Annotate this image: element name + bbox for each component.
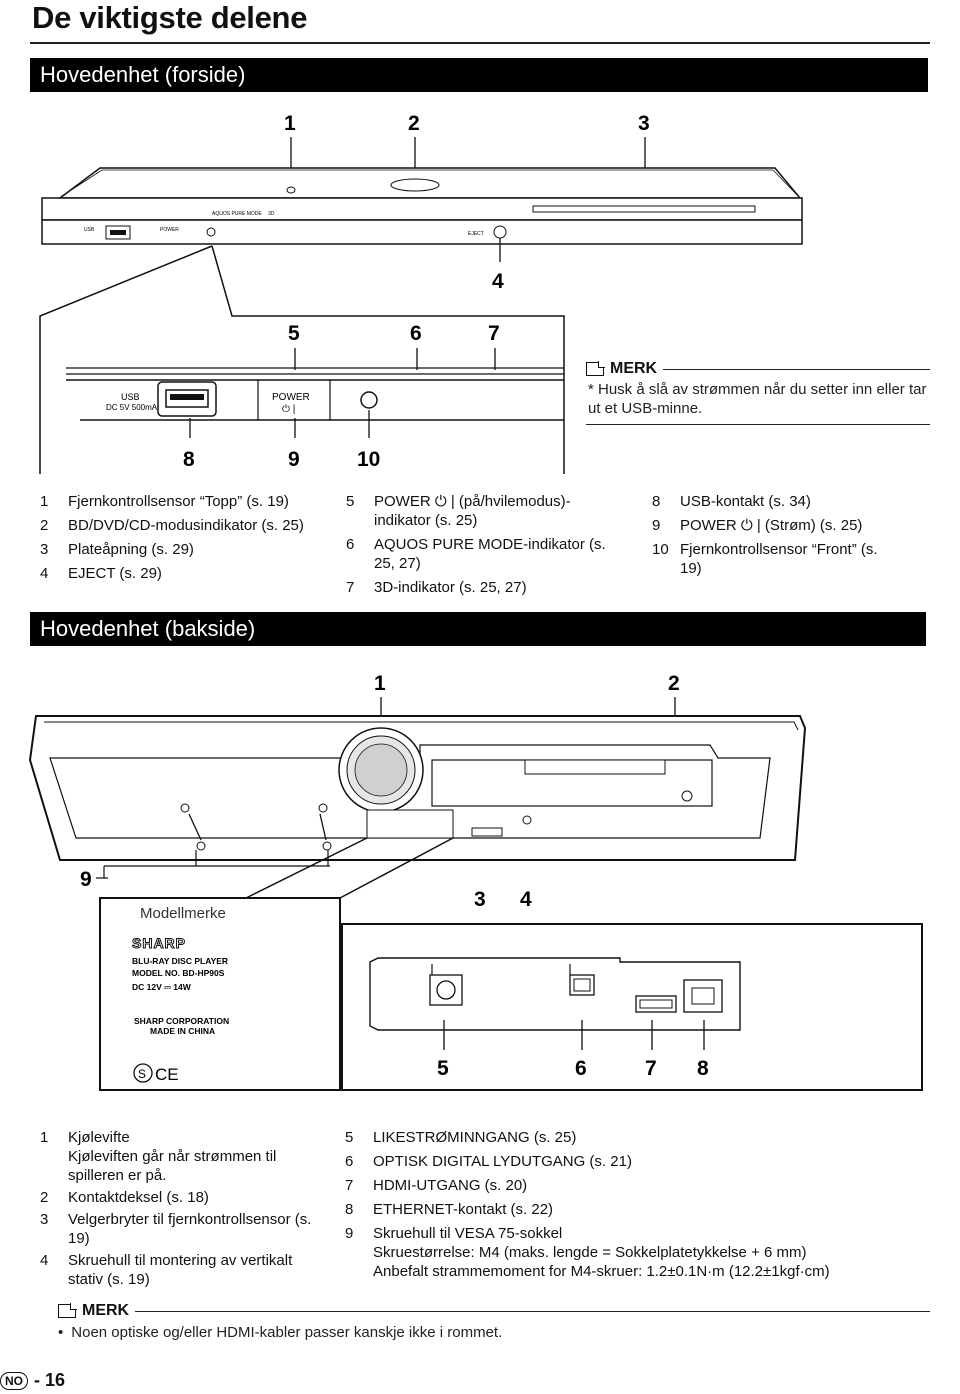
model-label-caption: Modellmerke	[140, 905, 226, 922]
disc-slot	[532, 205, 756, 213]
eject-small-label: EJECT	[468, 231, 484, 237]
label-made: MADE IN CHINA	[150, 1026, 215, 1036]
back-callout-8: 8	[697, 1057, 709, 1080]
zoom-callout-8: 8	[183, 448, 195, 471]
power-small-label: POWER	[160, 227, 179, 233]
back-note-text: Noen optiske og/eller HDMI-kabler passer…	[71, 1324, 503, 1341]
label-corp: SHARP CORPORATION	[134, 1016, 229, 1026]
back-callout-6: 6	[575, 1057, 587, 1080]
note-bottom-rule	[586, 424, 930, 425]
front-note: MERK * Husk å slå av strømmen når du set…	[586, 360, 930, 425]
zoom-callout-9: 9	[288, 448, 300, 471]
eject-button	[493, 225, 507, 239]
back-note: MERK • Noen optiske og/eller HDMI-kabler…	[58, 1302, 930, 1342]
label-brand: SHARP	[132, 935, 186, 951]
back-diagram: 1 2 9 Modellmerke SHARP BLU-RAY DISC PLA…	[28, 672, 923, 1091]
title-rule	[30, 42, 930, 44]
back-note-title: MERK	[82, 1302, 130, 1319]
back-note-title-row: MERK	[58, 1302, 930, 1320]
note-icon	[586, 361, 605, 376]
back-callout-1: 1	[374, 672, 386, 695]
aquos-label: AQUOS PURE MODE	[212, 211, 262, 217]
back-callout-3: 3	[474, 888, 486, 911]
label-product: BLU-RAY DISC PLAYER	[132, 956, 228, 966]
svg-text:S: S	[138, 1067, 146, 1081]
zoom-callout-5: 5	[288, 322, 300, 345]
legend-item: Kjøleviften går når strømmen til spiller…	[68, 1148, 277, 1184]
back-note-text-row: • Noen optiske og/eller HDMI-kabler pass…	[58, 1323, 930, 1342]
page-number: - 16	[34, 1370, 66, 1390]
mode-indicator-top	[390, 178, 440, 192]
language-badge: NO	[0, 1371, 28, 1390]
zoom-usb-spec: DC 5V 500mA	[106, 403, 158, 412]
label-power: DC 12V ⎓ 14W	[132, 982, 192, 992]
3d-label: 3D	[268, 211, 275, 217]
certification-mark-s	[133, 1063, 153, 1083]
front-callout-4: 4	[492, 270, 504, 293]
legend-item: Skruestørrelse: M4 (maks. lengde = Sokke…	[373, 1244, 807, 1261]
note-rule	[663, 368, 930, 370]
zoom-power-symbol: ⏻ |	[282, 404, 295, 415]
usb-small-label: USB	[84, 227, 95, 233]
zoom-power-label: POWER	[272, 392, 310, 403]
front-callout-2: 2	[408, 112, 420, 135]
back-callout-2: 2	[668, 672, 680, 695]
back-section-heading: Hovedenhet (bakside)	[30, 612, 926, 646]
zoom-front-sensor	[360, 391, 378, 409]
note-icon	[58, 1303, 77, 1318]
back-callout-4: 4	[520, 888, 532, 911]
zoom-callout-6: 6	[410, 322, 422, 345]
model-label-area	[366, 809, 454, 839]
page-footer: NO - 16	[0, 1370, 65, 1391]
bullet: •	[58, 1324, 64, 1341]
front-note-text: * Husk å slå av strømmen når du setter i…	[588, 381, 927, 417]
front-sensor-small	[206, 227, 216, 237]
zoom-callout-10: 10	[357, 448, 380, 471]
note-rule	[135, 1310, 930, 1312]
remote-sensor-top	[286, 186, 296, 194]
remote-switch	[471, 827, 503, 837]
label-model: MODEL NO. BD-HP90S	[132, 968, 225, 978]
legend-item: Anbefalt strammemoment for M4-skruer: 1.…	[373, 1263, 830, 1280]
zoom-usb-label: USB	[121, 392, 140, 402]
ce-mark: CE	[155, 1065, 179, 1084]
page-title: De viktigste delene	[32, 0, 308, 35]
back-callout-5: 5	[437, 1057, 449, 1080]
front-section-heading: Hovedenhet (forside)	[30, 58, 928, 92]
front-note-title-row: MERK	[586, 360, 930, 378]
front-diagram: 1 2 3 AQUOS PURE MODE 3D USB POWER EJECT…	[39, 112, 803, 474]
front-callout-3: 3	[638, 112, 650, 135]
front-callout-1: 1	[284, 112, 296, 135]
back-callout-7: 7	[645, 1057, 657, 1080]
zoom-callout-7: 7	[488, 322, 500, 345]
back-callout-9: 9	[80, 868, 92, 891]
front-note-title: MERK	[610, 360, 658, 377]
